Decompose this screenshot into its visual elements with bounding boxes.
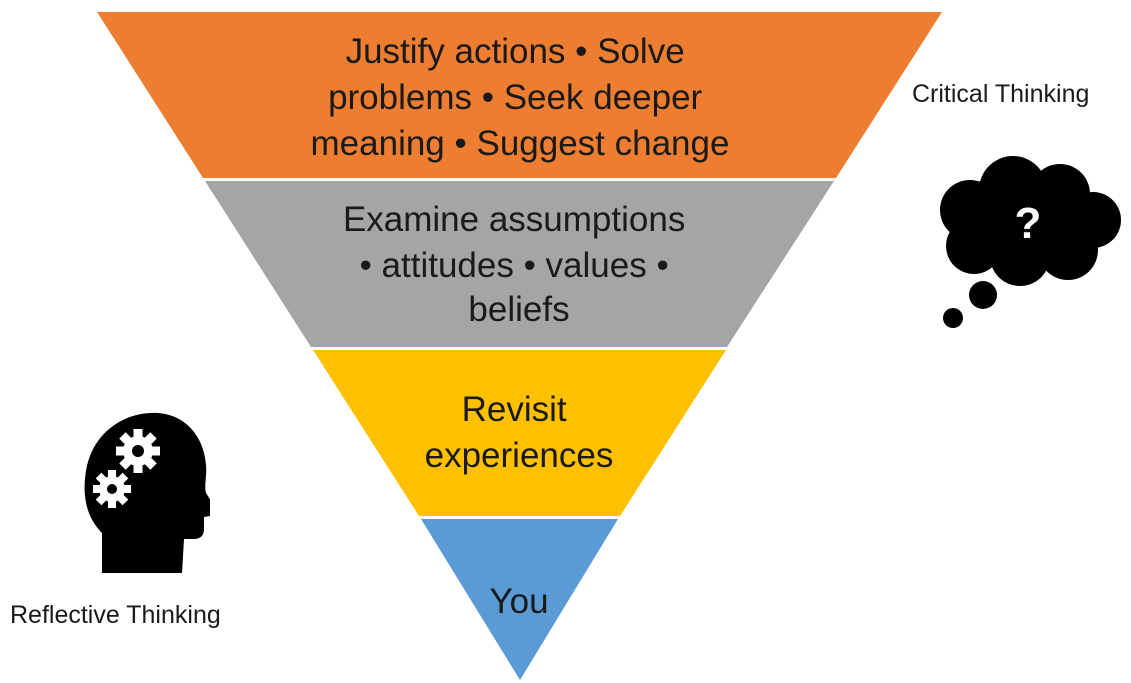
tier-experiences-line-2: experiences <box>425 436 614 475</box>
pyramid-tier-assumptions <box>205 181 834 347</box>
pyramid-tier-critical <box>97 12 942 178</box>
tier-assumptions-text: Examine assumptions • attitudes • values… <box>343 200 695 329</box>
question-mark-symbol: ? <box>1015 199 1042 248</box>
critical-thinking-label: Critical Thinking <box>912 80 1090 108</box>
pyramid-tier-experiences <box>313 350 726 516</box>
tier-assumptions-line-2: • attitudes • values • <box>360 246 669 285</box>
tier-critical-line-2: problems • Seek deeper <box>328 78 702 117</box>
thought-cloud-question-icon: ? <box>928 152 1128 342</box>
tier-experiences-line-1: Revisit <box>462 390 567 429</box>
tier-assumptions-line-3: beliefs <box>468 290 569 329</box>
head-gears-icon <box>80 405 217 580</box>
tier-assumptions-line-1: Examine assumptions <box>343 200 685 239</box>
pyramid-tier-you <box>421 519 618 680</box>
tier-you-text: You <box>489 582 548 621</box>
tier-you-line-1: You <box>489 582 548 621</box>
tier-critical-line-3: meaning • Suggest change <box>311 124 730 163</box>
tier-critical-line-1: Justify actions • Solve <box>346 32 685 71</box>
tier-critical-text: Justify actions • Solve problems • Seek … <box>311 32 730 163</box>
tier-experiences-text: Revisit experiences <box>425 390 614 475</box>
reflective-thinking-label: Reflective Thinking <box>10 601 221 629</box>
